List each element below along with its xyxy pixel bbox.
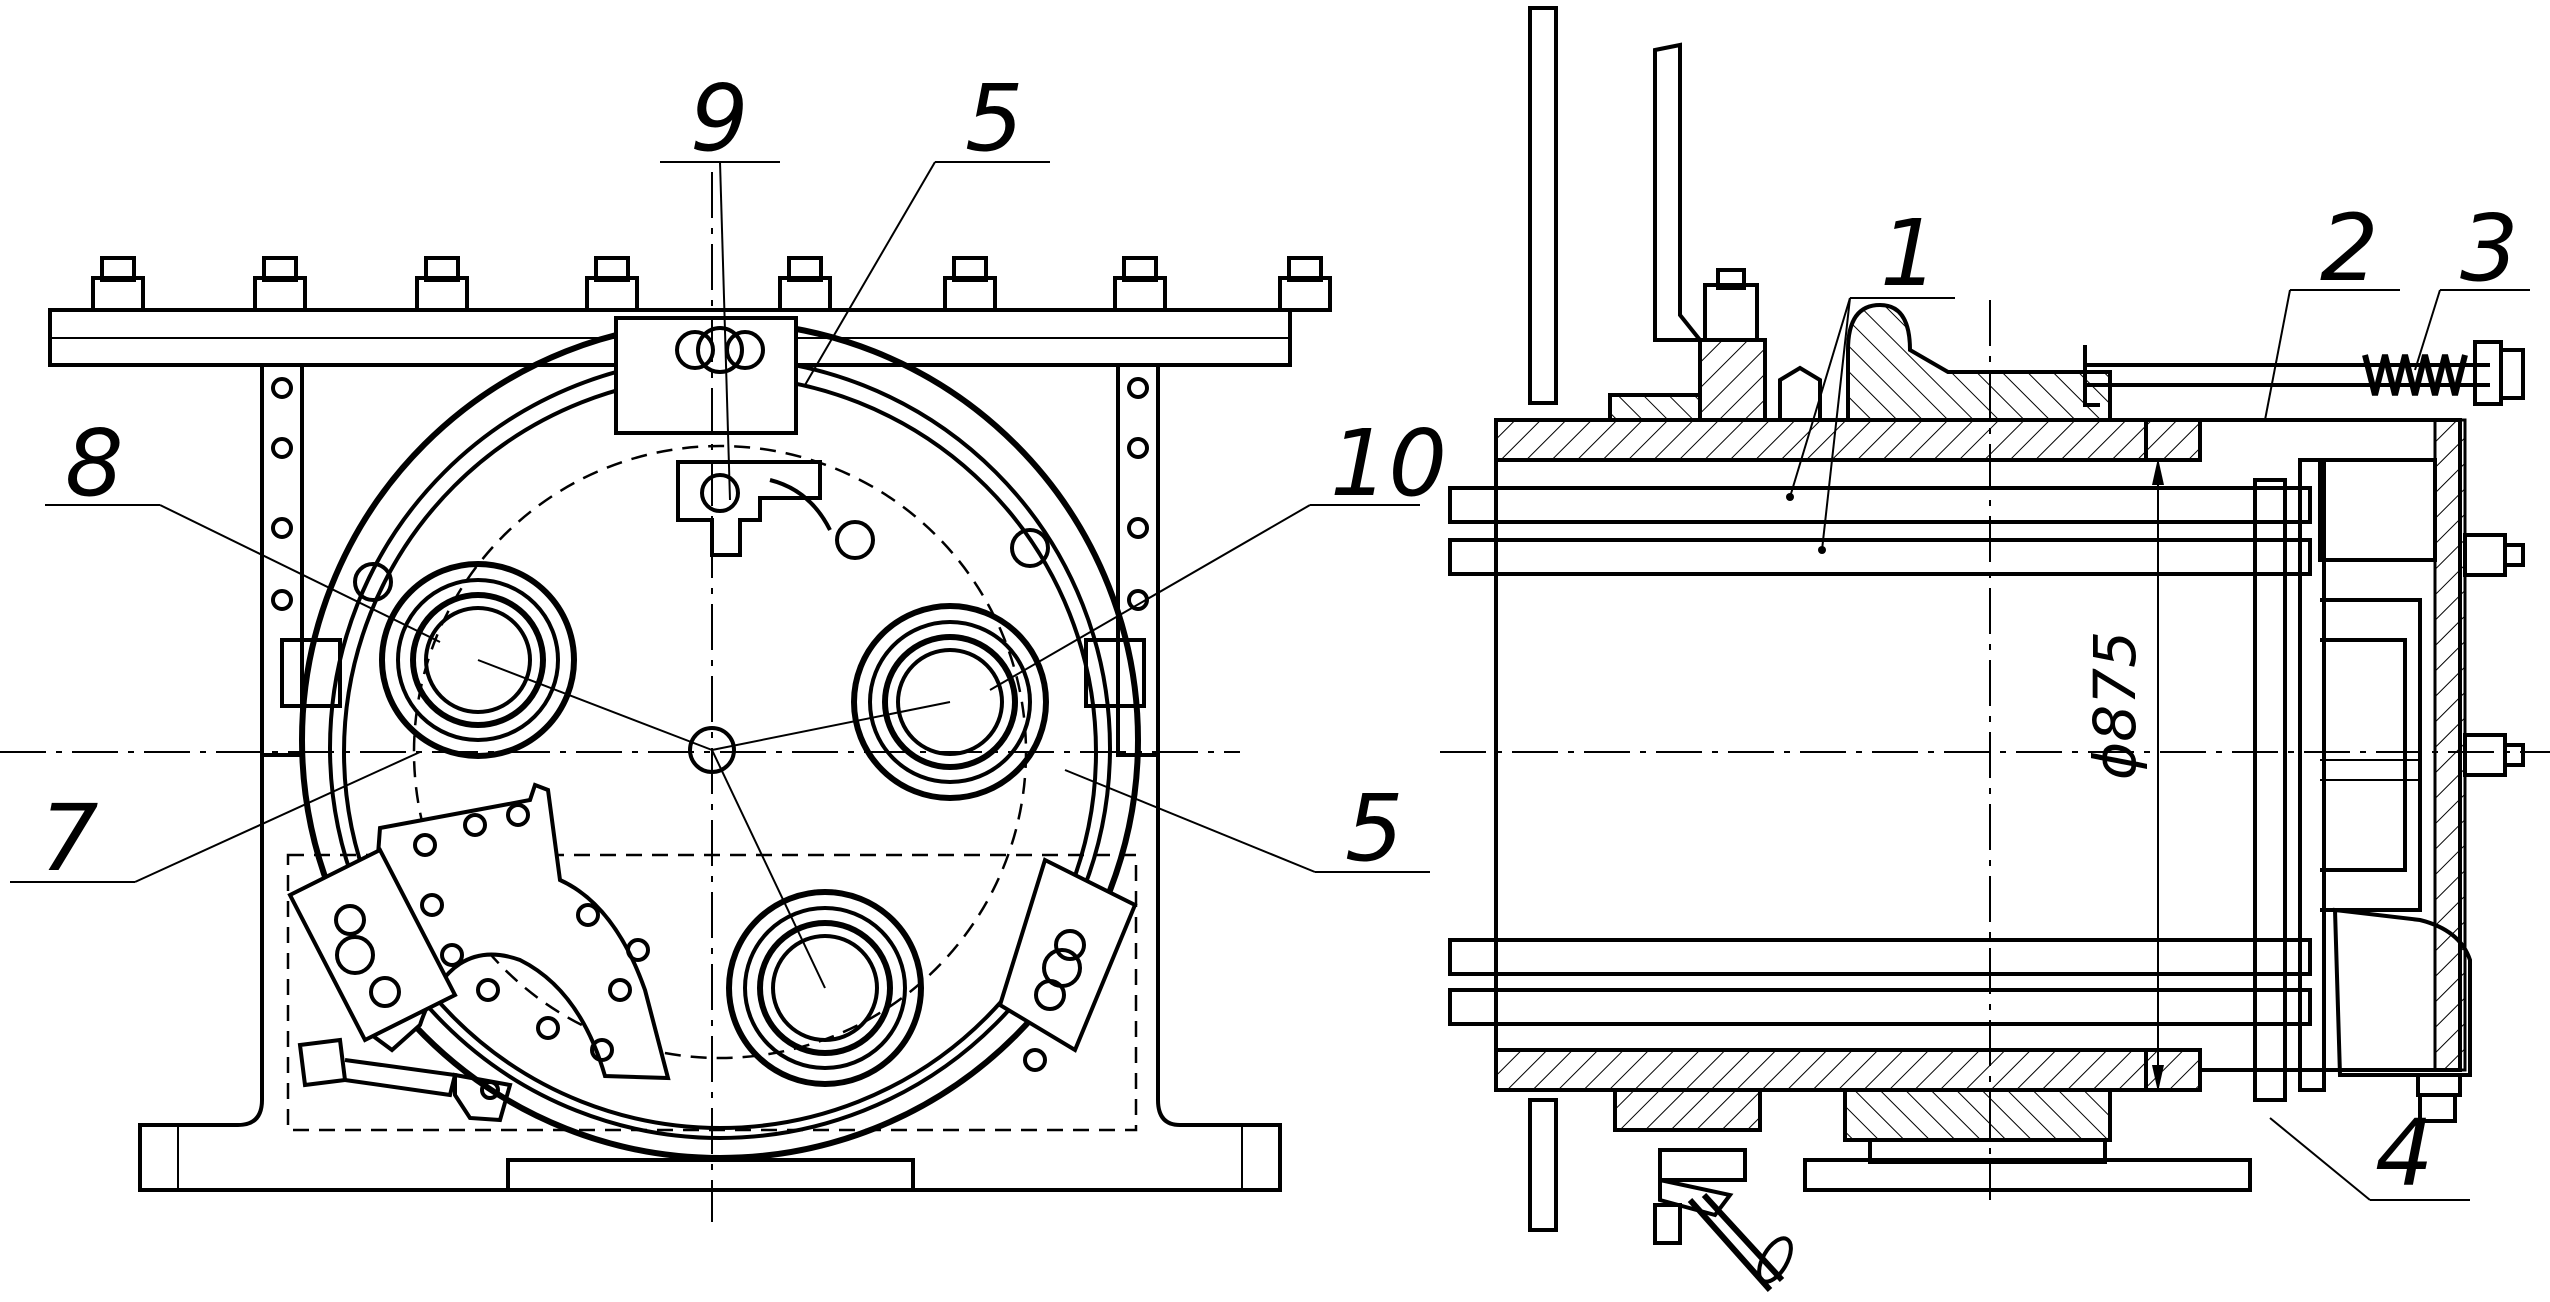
bottom-shell	[1494, 1048, 2252, 1292]
label-3: 3	[2460, 195, 2519, 302]
label-10: 10	[1330, 410, 1447, 517]
bearing-10	[851, 603, 1049, 801]
callout-labels: 9 5 8 10 7 5 1 2 3 4 ϕ875	[40, 65, 2519, 1207]
leader-lines	[10, 161, 2530, 1201]
label-5-top: 5	[965, 65, 1024, 172]
diameter-label: ϕ875	[2081, 631, 2149, 780]
label-5-right: 5	[1345, 775, 1404, 882]
diameter-dimension	[2152, 458, 2164, 1092]
label-7: 7	[40, 785, 99, 892]
end-cap	[2200, 418, 2525, 1123]
top-clamp	[614, 316, 875, 560]
top-shell	[1494, 268, 2202, 462]
spring-rod	[2083, 340, 2525, 407]
front-view	[0, 172, 1332, 1222]
tubes	[1448, 460, 2312, 1050]
bearing-8	[379, 561, 577, 759]
section-view	[1440, 6, 2550, 1292]
label-8: 8	[65, 410, 124, 517]
label-1: 1	[1880, 200, 1939, 307]
label-2: 2	[2320, 195, 2379, 302]
label-9: 9	[690, 65, 749, 172]
right-clamp	[997, 857, 1138, 1072]
adjuster	[297, 1037, 513, 1123]
brake-sector	[362, 782, 671, 1081]
left-clamp	[287, 847, 458, 1043]
bearing-bottom	[726, 889, 924, 1087]
rail-bolts	[91, 256, 1332, 312]
label-4: 4	[2375, 1100, 2434, 1207]
